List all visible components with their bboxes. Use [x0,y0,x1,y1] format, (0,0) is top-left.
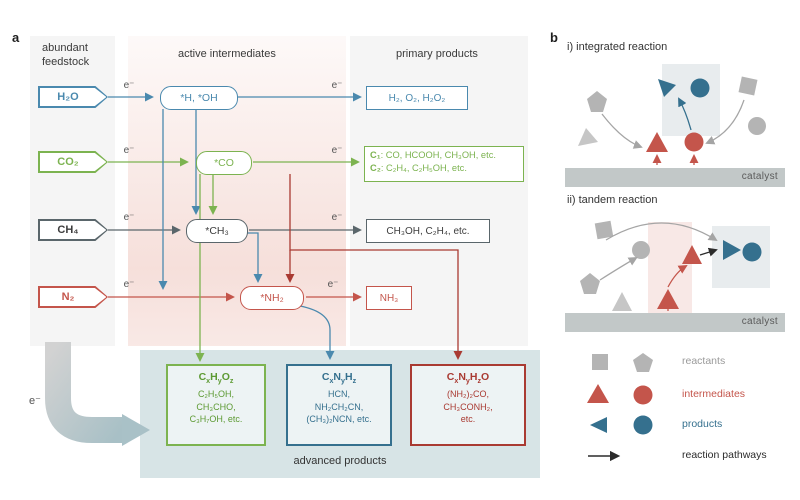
legend-glyphs [587,353,653,462]
gray-circle-shape [748,117,766,135]
electron-label: e⁻ [327,279,339,290]
advanced-box-cxnyhz: CxNyHz HCN,NH₂CH₂CN,(CH₃)₂NCN, etc. [286,364,392,446]
gray-square-shape [738,76,758,96]
advanced-box-cxnyhzo: CxNyHzO (NH₂)₂CO,CH₃CONH₂,etc. [410,364,526,446]
gray-circle-shape [632,241,650,259]
legend-intermediate-triangle-icon [587,384,609,403]
legend-reactant-square-icon [592,354,608,370]
legend-product-circle-icon [633,415,653,435]
catalyst-label-1: catalyst [741,171,778,182]
legend-label-products: products [682,418,723,430]
legend-label-intermediates: intermediates [682,388,746,400]
feedstock-co2: CO₂ [38,151,108,173]
products-c2-line: C₂: C₂H₄, C₂H₅OH, etc. [370,163,467,174]
gray-square-shape [594,220,614,240]
electron-label: e⁻ [331,212,343,223]
feedstock-n2: N₂ [38,286,108,308]
catalyst-bar-2 [565,313,785,332]
advanced-box-body: C₂H₅OH,CH₃CHO,C₃H₇OH, etc. [189,389,243,425]
red-triangle-intermediate-2 [682,245,702,264]
gray-pentagon-shape [587,91,607,112]
products-ch4-row: CH₃OH, C₂H₄, etc. [366,219,490,243]
electron-label: e⁻ [29,395,41,407]
electron-label: e⁻ [331,80,343,91]
legend-reactant-pentagon-icon [633,353,653,372]
gray-triangle-shape [612,292,632,311]
column-header-products: primary products [396,48,478,60]
blue-circle-product [690,78,710,98]
feedstock-n2-label: N₂ [61,291,75,303]
advanced-products-caption: advanced products [293,455,387,467]
intermediate-ch3: *CH₃ [186,219,248,243]
intermediate-h-oh: *H, *OH [160,86,238,110]
feed-curved-arrow [45,342,150,446]
electron-label: e⁻ [123,80,135,91]
panel-a-label: a [12,30,20,45]
gray-pentagon-shape [580,273,600,294]
feedstock-co2-label: CO₂ [57,156,79,168]
integrated-reaction-title: i) integrated reaction [567,41,668,53]
legend-intermediate-circle-icon [633,385,653,405]
tandem-reaction-title: ii) tandem reaction [567,194,658,206]
advanced-box-cxhyoz: CxHyOz C₂H₅OH,CH₃CHO,C₃H₇OH, etc. [166,364,266,446]
intermediate-nh2: *NH₂ [240,286,304,310]
advanced-box-body: HCN,NH₂CH₂CN,(CH₃)₂NCN, etc. [306,389,372,425]
feedstock-h2o: H₂O [38,86,108,108]
advanced-box-title: CxNyHz [321,371,357,386]
feedstock-ch4-label: CH₄ [57,224,79,236]
column-header-intermediates: active intermediates [178,48,276,60]
blue-arrow-product [658,79,676,97]
red-triangle-intermediate [657,289,679,309]
gray-triangle-shape [578,128,598,146]
red-circle-intermediate [684,132,704,152]
red-triangle-intermediate [646,132,668,152]
electron-label: e⁻ [123,145,135,156]
column-header-feedstock: abundant feedstock [42,42,90,68]
advanced-box-title: CxNyHzO [446,371,490,386]
electron-label: e⁻ [331,145,343,156]
blue-arrow-product [723,240,741,260]
products-n2-row: NH₃ [366,286,412,310]
products-h2o-row: H₂, O₂, H₂O₂ [366,86,468,110]
intermediate-co: *CO [196,151,252,175]
feedstock-h2o-label: H₂O [57,91,79,103]
electron-label: e⁻ [123,279,135,290]
catalyst-label-2: catalyst [741,316,778,327]
row-arrows [108,92,362,302]
tandem-reaction-diagram [565,220,785,332]
feedstock-ch4: CH₄ [38,219,108,241]
products-co2-row: C₁: CO, HCOOH, CH₃OH, etc. C₂: C₂H₄, C₂H… [364,146,524,182]
legend-label-pathways: reaction pathways [682,449,767,461]
legend-label-reactants: reactants [682,355,726,367]
advanced-box-body: (NH₂)₂CO,CH₃CONH₂,etc. [443,389,493,425]
legend-product-arrow-icon [590,417,607,433]
integrated-reaction-diagram [565,64,785,187]
panel-b-label: b [550,30,558,45]
catalyst-bar-1 [565,168,785,187]
blue-circle-product [742,242,762,262]
advanced-box-title: CxHyOz [198,371,234,386]
electron-label: e⁻ [123,212,135,223]
products-c1-line: C₁: CO, HCOOH, CH₃OH, etc. [370,150,496,160]
